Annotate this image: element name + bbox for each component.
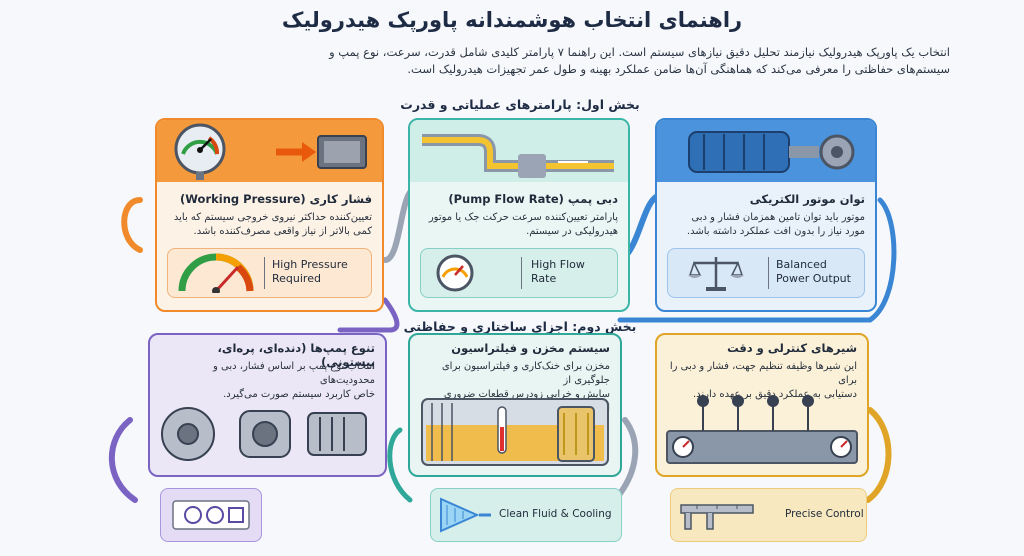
card-desc-flow: پارامتر تعیین‌کننده سرعت حرکت جک یا موتو… bbox=[428, 212, 618, 237]
pump-types-icon bbox=[161, 407, 367, 461]
card-control-valves: شیرهای کنترلی و دقت این شیرها وظیفه تنظی… bbox=[655, 333, 869, 477]
pressure-subpanel: High Pressure Required bbox=[167, 248, 372, 298]
card-electric-motor: توان موتور الکتریکی موتور باید توان تامی… bbox=[655, 118, 877, 312]
filter-funnel-icon bbox=[440, 497, 491, 533]
valves-subpanel: Precise Control bbox=[670, 488, 867, 542]
card-working-pressure: فشار کاری (Working Pressure) تعیین‌کننده… bbox=[155, 118, 384, 312]
motor-subpanel: Balanced Power Output bbox=[667, 248, 865, 298]
card-desc-pumps: انتخاب نوع پمپ بر اساس فشار، دبی و محدود… bbox=[213, 361, 375, 400]
section-title-part1: بخش اول: پارامترهای عملیاتی و قدرت bbox=[400, 97, 640, 112]
page-title: راهنمای انتخاب هوشمندانه پاورپک هیدرولیک bbox=[281, 8, 743, 32]
speedometer-high-icon bbox=[178, 253, 254, 293]
card-title-pressure: فشار کاری (Working Pressure) bbox=[180, 192, 372, 206]
sub-label-motor: Balanced Power Output bbox=[776, 258, 851, 285]
flow-gauge-icon bbox=[436, 254, 474, 292]
card-desc-pressure: تعیین‌کننده حداکثر نیروی خروجی سیستم که … bbox=[173, 212, 372, 237]
sub-label-flow: High Flow Rate bbox=[531, 258, 585, 285]
card-pump-types: تنوع پمپ‌ها (دنده‌ای، پره‌ای، پیستونی) ا… bbox=[148, 333, 387, 477]
electric-motor-icon bbox=[688, 131, 855, 173]
card-pump-flow-rate: دبی پمپ (Pump Flow Rate) پارامتر تعیین‌ک… bbox=[408, 118, 630, 312]
section-title-part2: بخش دوم: اجزای ساختاری و حفاظتی bbox=[403, 319, 637, 334]
card-title-pumps: تنوع پمپ‌ها (دنده‌ای، پره‌ای، پیستونی) bbox=[217, 341, 375, 369]
tank-subpanel: Clean Fluid & Cooling bbox=[430, 488, 622, 542]
pressure-gauge-icon bbox=[174, 123, 226, 180]
card-title-motor: توان موتور الکتریکی bbox=[749, 192, 865, 206]
pump-types-subpanel bbox=[160, 488, 262, 542]
balance-scale-icon bbox=[688, 257, 744, 291]
card-desc-valves: این شیرها وظیفه تنظیم جهت، فشار و دبی را… bbox=[669, 361, 857, 400]
sub-label-pressure: High Pressure Required bbox=[272, 258, 348, 285]
valve-bank-icon bbox=[666, 395, 858, 464]
sub-label-valves: Precise Control bbox=[785, 508, 864, 520]
intro-text: انتخاب یک پاورپک هیدرولیک نیازمند تحلیل … bbox=[329, 45, 950, 76]
flow-subpanel: High Flow Rate bbox=[420, 248, 618, 298]
reservoir-filter-icon bbox=[421, 398, 609, 466]
pump-schematic-icon bbox=[172, 500, 250, 530]
card-title-tank: سیستم مخزن و فیلتراسیون bbox=[451, 341, 610, 355]
cylinder-arrow-icon bbox=[276, 135, 367, 169]
card-title-flow: دبی پمپ (Pump Flow Rate) bbox=[448, 192, 618, 206]
card-desc-motor: موتور باید توان تامین همزمان فشار و دبی … bbox=[686, 212, 865, 237]
card-tank-filtration: سیستم مخزن و فیلتراسیون مخزن برای خنک‌کا… bbox=[408, 333, 622, 477]
card-title-valves: شیرهای کنترلی و دقت bbox=[727, 341, 857, 355]
sub-label-tank: Clean Fluid & Cooling bbox=[499, 508, 612, 520]
caliper-icon bbox=[680, 504, 754, 530]
flow-pipe-icon bbox=[422, 134, 614, 178]
